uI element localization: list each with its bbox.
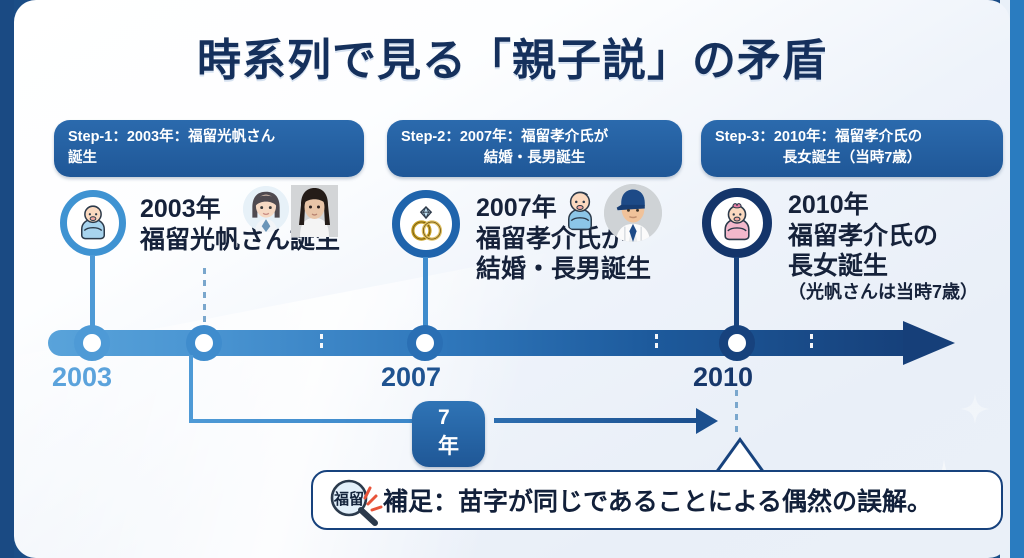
dashed-line-2003-branch — [203, 268, 206, 330]
magnifier-badge-text: 福留 — [333, 490, 364, 508]
step-badge-1-line2: 誕生 — [68, 150, 97, 167]
baseball-player-avatar-icon — [604, 184, 662, 242]
baby-blue-avatar-icon — [568, 191, 592, 231]
event-2010-text: 2010年 福留孝介氏の 長女誕生 （光帆さんは当時7歳） — [788, 190, 978, 303]
event-2007-line1: 2007年 — [476, 194, 557, 222]
frame-right-border — [1010, 0, 1024, 558]
event-2010-line4: （光帆さんは当時7歳） — [788, 281, 979, 302]
step-badge-3-line1: Step-3：2010年：福留孝介氏の — [715, 129, 923, 145]
event-2007-line3: 結婚・長男誕生 — [476, 255, 652, 283]
step-badge-3: Step-3：2010年：福留孝介氏の 長女誕生（当時7歳） — [701, 120, 1003, 178]
baseball-player-avatar — [604, 184, 662, 242]
callout-tail-fill — [717, 442, 763, 474]
step-badge-3-line2: 長女誕生（当時7歳） — [782, 150, 922, 167]
step-badge-2-line1: Step-2：2007年：福留孝介氏が — [401, 129, 609, 145]
callout-note: 福留 補足：苗字が同じであることによる偶然の誤解。 — [311, 470, 1003, 530]
stem-2003 — [90, 255, 95, 335]
event-2003-line1: 2003年 — [140, 195, 221, 223]
stem-2010 — [734, 257, 739, 335]
photo-kouho-portrait — [291, 185, 338, 237]
gap-connector-vertical — [189, 355, 193, 423]
event-2010-line3: 長女誕生 — [788, 252, 889, 280]
event-2007-line2: 福留孝介氏が — [476, 224, 627, 253]
event-2010-line1: 2010年 — [788, 191, 869, 219]
timeline-bar — [48, 330, 910, 356]
stem-2007 — [423, 257, 428, 335]
gap-connector-horizontal-right — [494, 418, 698, 423]
step-badge-1: Step-1：2003年：福留光帆さん 誕生 — [54, 120, 364, 178]
baby-blue-avatar — [560, 188, 600, 232]
sparkle-decoration-small-icon — [959, 393, 991, 425]
baby-pink-icon — [724, 203, 750, 241]
gap-label-7years: 7年 — [412, 401, 485, 467]
axis-year-2010: 2010 — [693, 362, 754, 392]
woman-avatar-icon — [243, 186, 289, 232]
woman-avatar — [243, 186, 289, 232]
timeline-axis — [48, 321, 955, 365]
gap-connector-horizontal-left — [189, 419, 424, 423]
axis-node-2010 — [719, 325, 755, 361]
wedding-rings-icon — [411, 205, 443, 241]
axis-tick-dash-1 — [320, 334, 323, 352]
event-2007-icon-ring — [392, 190, 460, 258]
gap-connector-arrowhead-icon — [696, 408, 718, 434]
axis-node-2003 — [74, 325, 110, 361]
axis-tick-dash-2 — [655, 334, 658, 352]
event-2010-line2: 福留孝介氏の — [788, 221, 939, 250]
axis-tick-dash-3 — [810, 334, 813, 352]
step-badge-2-line2: 結婚・長男誕生 — [483, 150, 586, 167]
axis-year-2003: 2003 — [52, 362, 113, 392]
photo-kouho — [291, 185, 338, 237]
step-badge-2: Step-2：2007年：福留孝介氏が 結婚・長男誕生 — [387, 120, 682, 178]
page-title: 時系列で見る「親子説」の矛盾 — [197, 36, 827, 85]
baby-blue-icon — [81, 205, 105, 240]
step-badge-1-line1: Step-1：2003年：福留光帆さん — [68, 129, 276, 145]
event-2010-icon-ring — [702, 188, 772, 258]
timeline-arrowhead-icon — [903, 321, 955, 365]
dashed-line-2010-down — [735, 390, 738, 435]
event-2003-icon-ring — [60, 190, 126, 256]
magnifier-badge: 福留 — [325, 474, 383, 526]
frame-left-border — [0, 0, 14, 558]
callout-text: 補足：苗字が同じであることによる偶然の誤解。 — [383, 488, 933, 516]
content-card: 時系列で見る「親子説」の矛盾 Step-1：2003年：福留光帆さん 誕生 St… — [14, 0, 1010, 558]
magnifying-glass-icon: 福留 — [330, 479, 383, 526]
axis-year-2007: 2007 — [381, 362, 442, 392]
axis-node-2007 — [407, 325, 443, 361]
event-2007-text: 2007年 福留孝介氏が 結婚・長男誕生 — [476, 193, 651, 285]
